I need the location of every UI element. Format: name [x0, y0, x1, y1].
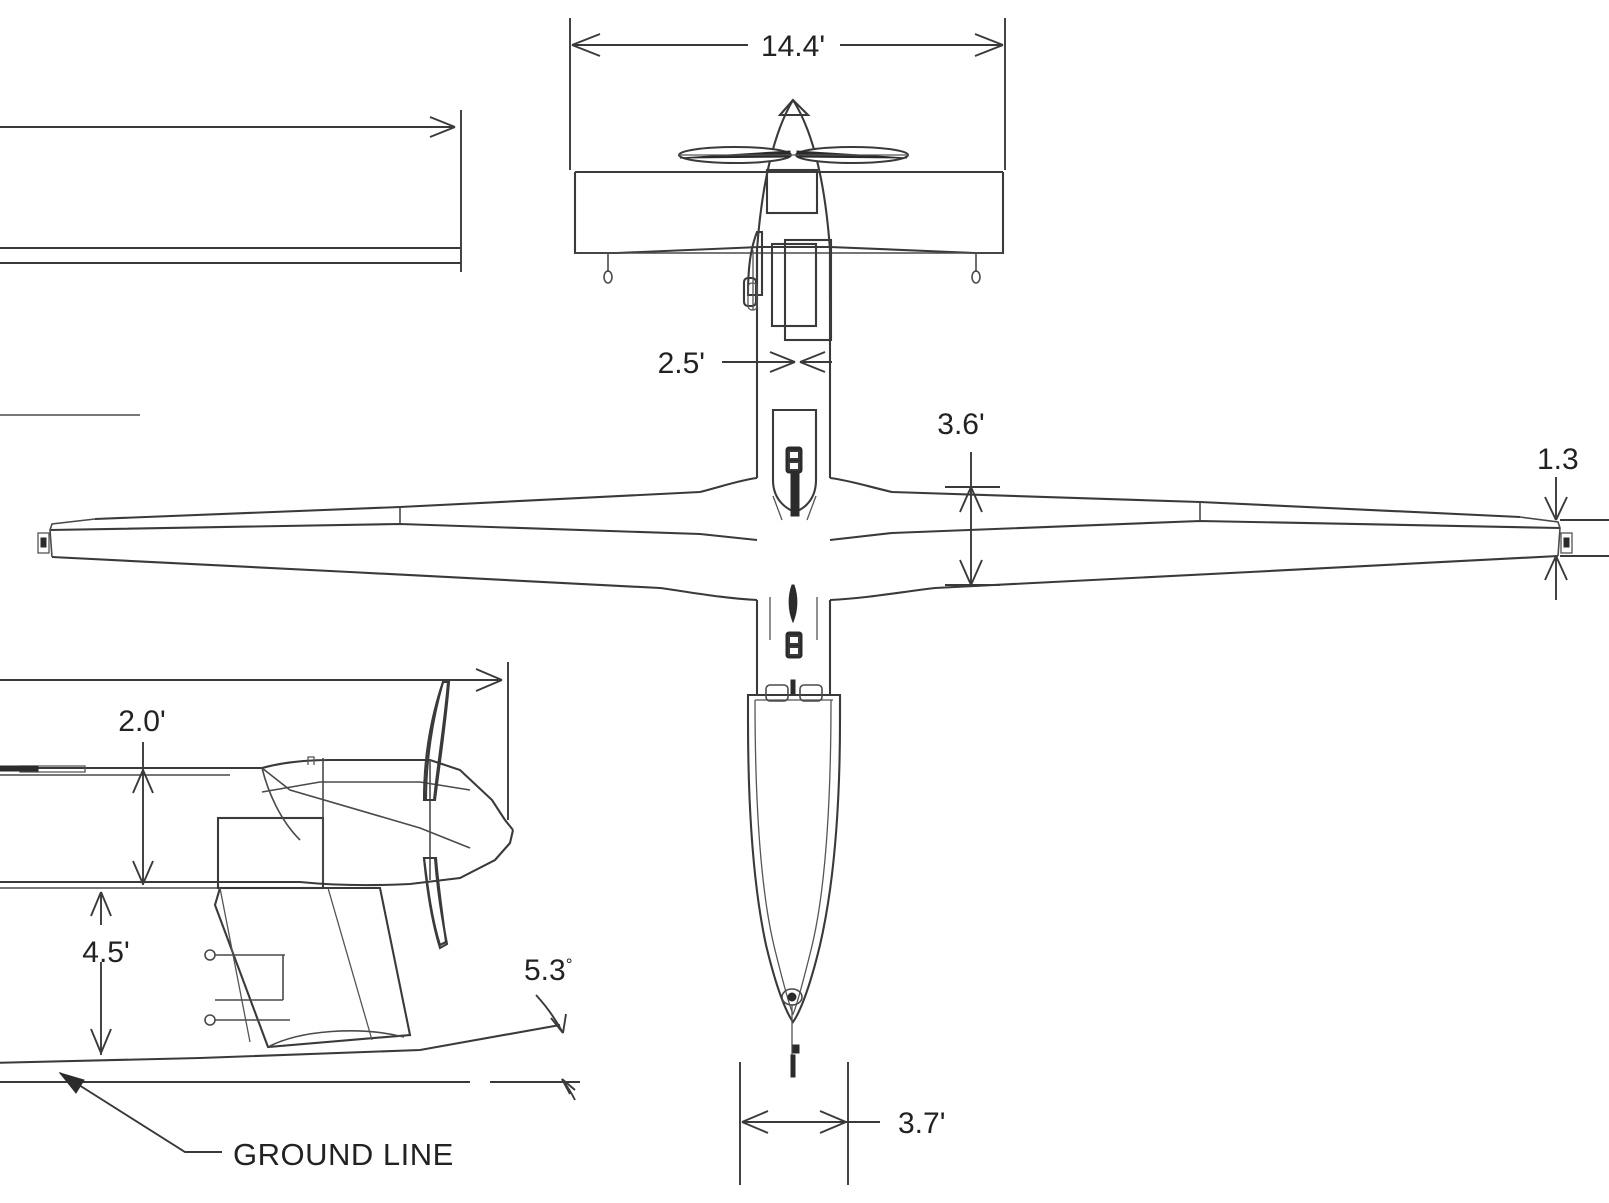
dimension-value-wing-tip-chord: 1.3	[1537, 443, 1579, 476]
dimension-value-fuselage-width: 2.5'	[658, 347, 705, 380]
side-view-antenna-lower	[204, 1014, 290, 1026]
dimension-value-ground-height: 4.5'	[82, 936, 129, 969]
top-view-aft-fuselage	[755, 238, 833, 478]
top-view-left-wing	[37, 476, 758, 602]
dimension-wing-root-chord: 3.6'	[937, 408, 1000, 586]
ground-line-callout: GROUND LINE	[58, 1072, 454, 1172]
dimension-value-ground-angle: 5.3°	[524, 954, 573, 987]
dimension-fuselage-width: 2.5'	[658, 347, 832, 380]
rear-view-gear-left	[603, 253, 613, 284]
dimension-nose-width: 3.7'	[739, 1062, 945, 1185]
top-view-forward-fuselage	[746, 584, 842, 1078]
dimension-value-nose-width: 3.7'	[898, 1107, 945, 1140]
top-view-payload-bay	[771, 408, 818, 521]
dimension-wing-tip-chord: 1.3	[1537, 443, 1609, 600]
dimension-ground-height: 4.5'	[82, 891, 130, 1055]
dimension-value-tail-span: 14.4'	[761, 30, 825, 63]
side-view-ventral-fin	[213, 886, 412, 1049]
top-view-group: 2.5'	[37, 238, 1609, 1185]
rear-view-tailplane	[573, 170, 1005, 255]
ground-line-label: GROUND LINE	[233, 1137, 454, 1172]
rear-view-gear-right	[971, 253, 981, 284]
rear-view-fuselage	[755, 98, 832, 300]
side-view-length-dimension	[0, 662, 509, 820]
side-view-propeller	[422, 680, 450, 950]
side-view-antenna-upper	[204, 949, 285, 1001]
dimension-value-fuselage-depth: 2.0'	[118, 705, 165, 738]
dimension-value-wing-root-chord: 3.6'	[937, 408, 984, 441]
dimension-tail-span: 14.4'	[569, 18, 1006, 170]
top-view-right-wingtip-detail	[1560, 532, 1573, 554]
top-view-right-wing	[829, 476, 1573, 602]
dimension-ground-angle: 5.3°	[524, 954, 576, 1101]
side-view-fuselage	[0, 765, 325, 890]
side-view-group: 2.0' 4.5' 5.3°	[0, 662, 580, 1172]
top-view-left-wingtip-detail	[37, 532, 50, 554]
partial-view-upper-left	[0, 110, 462, 416]
dimension-fuselage-depth: 2.0'	[118, 705, 166, 885]
rear-view-propeller	[678, 146, 909, 164]
rear-view-group: 14.4'	[569, 18, 1006, 308]
side-view-tailcone	[261, 756, 515, 887]
top-view-pitot-probe	[747, 250, 758, 311]
side-view-ground-line	[0, 1023, 580, 1084]
side-view-vtail	[422, 680, 451, 947]
